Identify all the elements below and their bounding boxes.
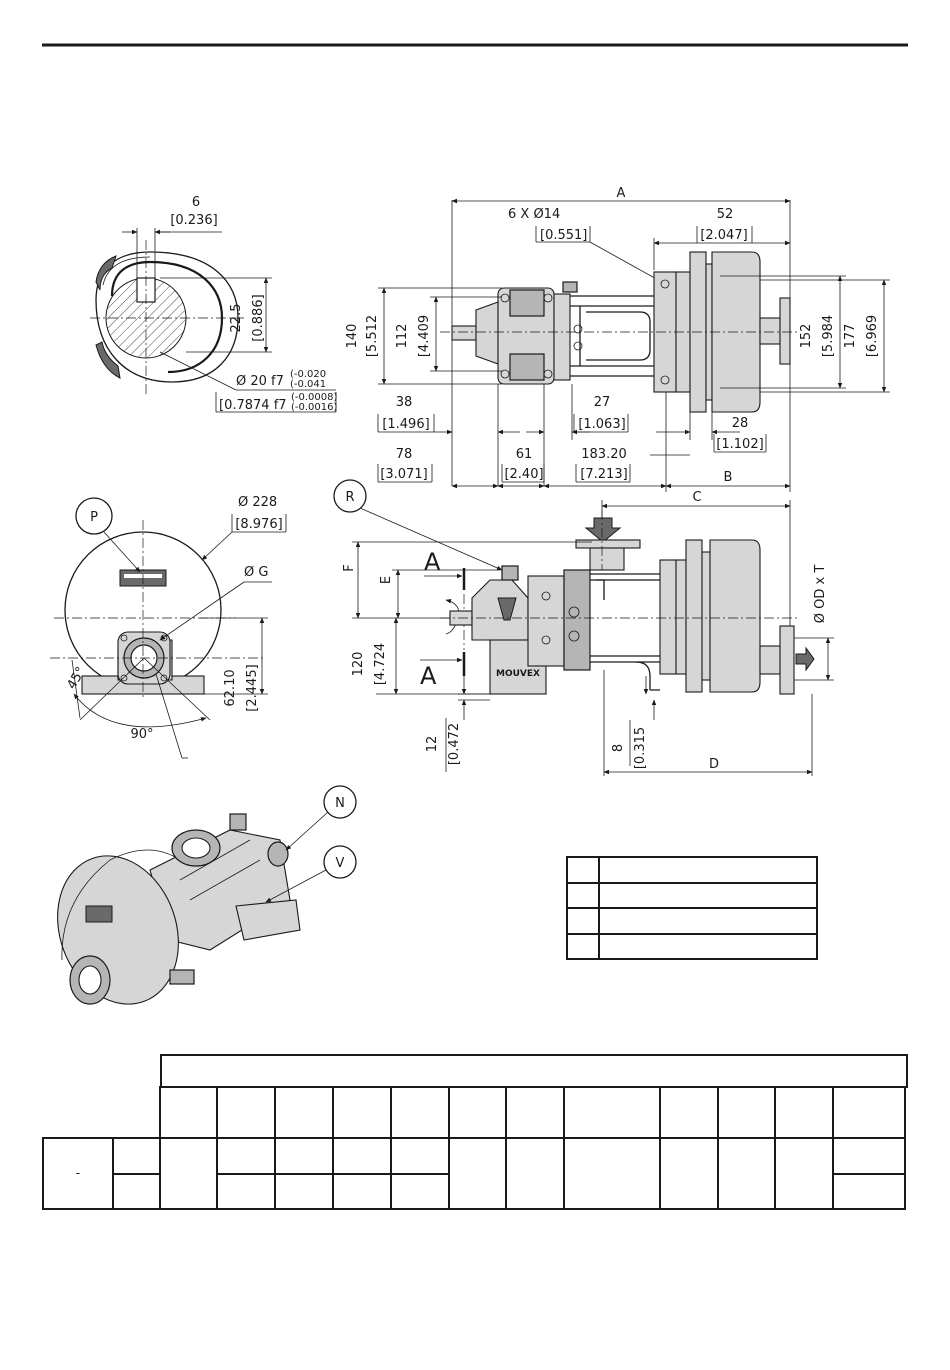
- od-t-label: Ø OD x T: [813, 565, 828, 624]
- shaft-inch-tolerance-upper: (-0.0008): [291, 392, 338, 403]
- shaft-inch-tolerance-lower: (-0.0016): [291, 402, 338, 413]
- dim-27-inch: [1.063]: [578, 417, 625, 432]
- dimension-b: B: [724, 470, 733, 485]
- label-v: V: [336, 856, 345, 871]
- pump-isometric-view: N V: [57, 785, 357, 1005]
- shaft-height-inch: [0.886]: [251, 294, 266, 341]
- hole-diameter-inch: [0.551]: [540, 228, 587, 243]
- pump-top-view: A 6 X Ø14 [0.551] 52 [2.047]: [345, 186, 890, 492]
- angle-90-label: 90°: [130, 727, 153, 742]
- dimension-d: D: [709, 757, 719, 772]
- shaft-end-view: 6 [0.236] 22.5 [0.886] Ø 20 f7 (-0.020 (…: [90, 195, 338, 413]
- dim-183-inch: [7.213]: [580, 467, 627, 482]
- brand-label: MOUVEX: [496, 669, 540, 679]
- dimension-table: -: [42, 1086, 906, 1211]
- dia-228-label: Ø 228: [238, 495, 277, 510]
- dim-8-inch: [0.315: [633, 727, 648, 769]
- table-row-dash: -: [42, 1136, 114, 1211]
- dim-112-inch: [4.409: [417, 315, 432, 357]
- dim-61-label: 61: [516, 447, 533, 462]
- dim-28-label: 28: [732, 416, 749, 431]
- label-r: R: [345, 490, 354, 505]
- dim-12-inch: [0.472: [447, 723, 462, 765]
- legend-row: [566, 907, 818, 935]
- dim-12-label: 12: [425, 736, 440, 753]
- hole-pattern-label: 6 X Ø14: [508, 207, 560, 222]
- dim-62-inch: [2.445]: [245, 664, 260, 711]
- shaft-height-label: 22.5: [229, 304, 244, 333]
- dim-38-inch: [1.496]: [382, 417, 429, 432]
- dimension-f: F: [342, 564, 357, 571]
- dim-28-inch: [1.102]: [716, 437, 763, 452]
- legend-row: [566, 881, 818, 909]
- table-row: [43, 1173, 906, 1210]
- dim-183-label: 183.20: [581, 447, 627, 462]
- dim-140-inch: [5.512: [365, 315, 380, 357]
- dim-52-label: 52: [717, 207, 734, 222]
- dim-140-label: 140: [345, 324, 360, 349]
- dimension-c: C: [692, 490, 701, 505]
- dim-38-label: 38: [396, 395, 413, 410]
- legend-row: [566, 932, 818, 960]
- dim-177-label: 177: [843, 324, 858, 349]
- label-n: N: [335, 796, 345, 811]
- dim-62-label: 62.10: [223, 669, 238, 706]
- pump-end-view: 45° 90° P Ø 228 [8.976] Ø G 62.10 [2.445…: [50, 495, 287, 759]
- section-a-top-label: A: [424, 548, 441, 576]
- legend-table: [566, 856, 818, 960]
- dim-112-label: 112: [395, 324, 410, 349]
- key-width-inch: [0.236]: [170, 213, 217, 228]
- shaft-diameter-inch: [0.7874 f7: [219, 398, 287, 413]
- label-p: P: [90, 510, 98, 525]
- dia-g-label: Ø G: [244, 565, 268, 580]
- shaft-tolerance-upper: (-0.020: [290, 369, 326, 380]
- dim-120-label: 120: [351, 652, 366, 677]
- pump-side-view: R C F E A A MOUVEX: [333, 479, 834, 776]
- dim-177-inch: [6.969: [865, 315, 880, 357]
- dim-120-inch: [4.724: [373, 643, 388, 685]
- dimension-a-top: A: [617, 186, 626, 201]
- dim-8-label: 8: [611, 744, 626, 752]
- dim-27-label: 27: [594, 395, 611, 410]
- section-a-bottom-label: A: [420, 662, 437, 690]
- shaft-tolerance-lower: (-0.041: [290, 379, 326, 390]
- dim-152-label: 152: [799, 324, 814, 349]
- table-header-row: [43, 1086, 906, 1139]
- dia-228-inch: [8.976]: [235, 517, 282, 532]
- legend-row: [566, 856, 818, 884]
- dim-152-inch: [5.984: [821, 315, 836, 357]
- dimension-table-header: [160, 1054, 908, 1088]
- dim-61-inch: [2.40]: [504, 467, 543, 482]
- table-row: -: [42, 1136, 906, 1211]
- dim-52-inch: [2.047]: [700, 228, 747, 243]
- shaft-diameter-label: Ø 20 f7: [236, 374, 284, 389]
- dim-78-inch: [3.071]: [380, 467, 427, 482]
- dimension-e: E: [379, 576, 394, 584]
- dim-78-label: 78: [396, 447, 413, 462]
- key-width-label: 6: [192, 195, 200, 210]
